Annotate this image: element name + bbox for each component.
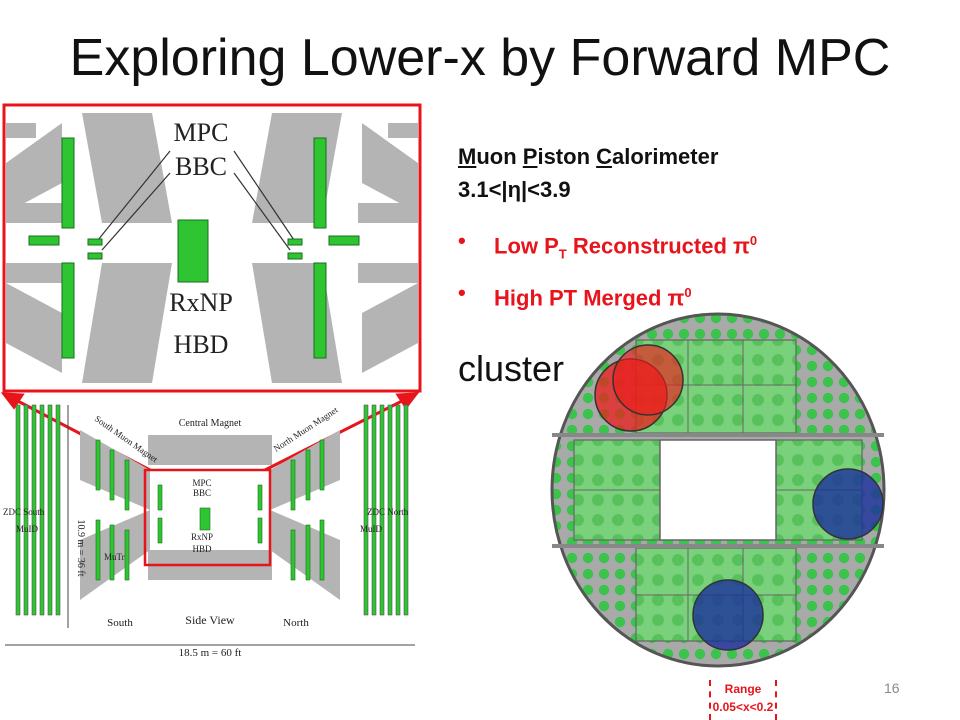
eta-range: 3.1<|η|<3.9 [458,177,571,202]
slide-number: 16 [884,680,900,696]
phenix-side-view: Central Magnet South Muon Magnet North M… [3,404,415,659]
detector-detail-view: MPC BBC RxNP HBD [2,103,422,393]
overview-mpc-label: MPC [192,478,211,488]
bbc-label: BBC [175,152,227,181]
overview-hbd-label: HBD [192,544,212,554]
bullet-item: •Low PT Reconstructed π0 [458,222,757,274]
muid-left-label: MuID [16,524,38,534]
central-magnet-label: Central Magnet [179,418,242,429]
mutr-label: MuTr [104,552,125,562]
muid-right-label: MuID [360,524,382,534]
mpc-calorimeter-face [550,312,886,668]
bullet-dot-icon: • [458,279,466,305]
zdc-south-label: ZDC South [3,507,45,517]
overview-rxnp-label: RxNP [191,532,213,542]
detector-name: Muon Piston Calorimeter [458,144,719,169]
zdc-north-label: ZDC North [367,507,409,517]
detector-subtitle: Muon Piston Calorimeter 3.1<|η|<3.9 [458,140,718,206]
hbd-label: HBD [174,330,229,359]
north-label: North [283,617,309,629]
cluster-label: cluster [458,348,565,389]
bullet-dot-icon: • [458,228,466,253]
bullet-list: •Low PT Reconstructed π0 •High PT Merged… [458,222,757,317]
rxnp-label: RxNP [169,288,233,317]
range-annotation: Range 0.05<x<0.2 [709,680,777,720]
overview-bbc-label: BBC [193,488,211,498]
slide-title: Exploring Lower-x by Forward MPC [69,29,891,87]
mpc-label: MPC [174,118,229,147]
width-dimension-label: 18.5 m = 60 ft [179,647,242,659]
south-label: South [107,617,133,629]
side-view-label: Side View [185,613,235,627]
bullet-item: •High PT Merged π0 [458,274,757,317]
range-values: 0.05<x<0.2 [712,700,774,714]
height-dimension-label: 10.9 m = 36 ft [75,519,86,576]
range-title: Range [724,682,762,696]
